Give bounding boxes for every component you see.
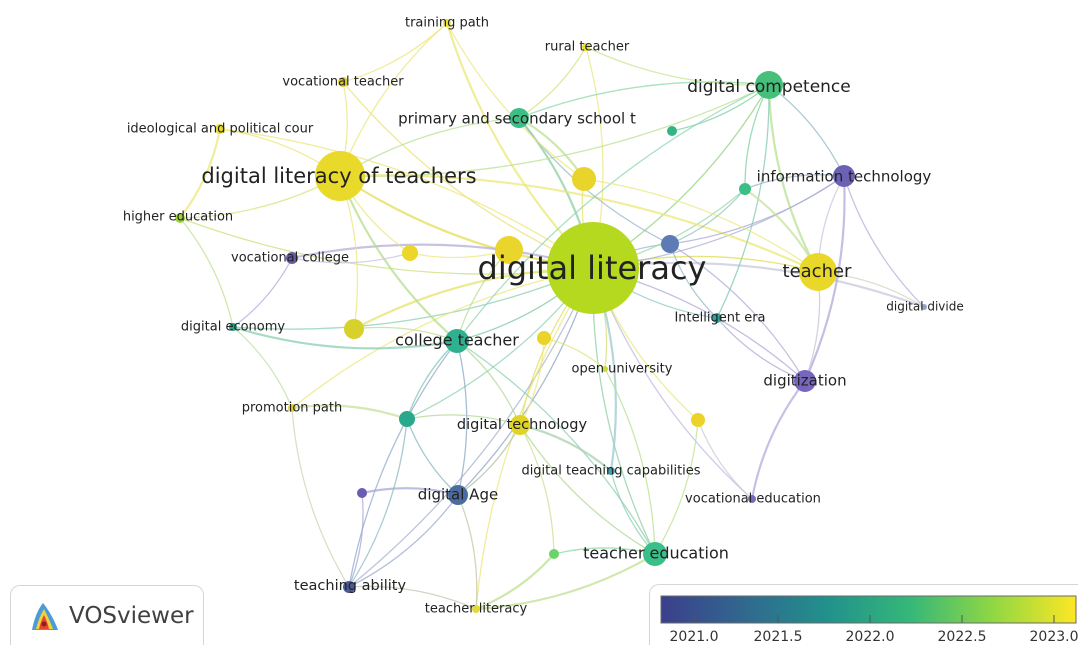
network-edge — [769, 85, 844, 176]
node-label-primary-and-secondary-school-t[interactable]: primary and secondary school t — [398, 110, 636, 128]
node-label-college-teacher[interactable]: college teacher — [395, 331, 519, 350]
node-label-vocational-education[interactable]: vocational education — [685, 492, 821, 507]
node-label-digital-economy[interactable]: digital economy — [181, 320, 285, 335]
node-label-digital-literacy[interactable]: digital literacy — [478, 249, 707, 287]
node-label-teaching-ability[interactable]: teaching ability — [294, 578, 407, 594]
network-edge — [292, 408, 349, 587]
legend-tick-label: 2022.0 — [846, 629, 895, 645]
network-edge — [340, 23, 447, 176]
network-edge — [519, 47, 586, 118]
node-unlabeled-1[interactable] — [572, 167, 596, 191]
node-label-open-university[interactable]: open university — [572, 362, 673, 377]
vosviewer-logo-icon — [28, 599, 62, 633]
network-edge — [670, 176, 844, 244]
node-label-digital-teaching-capabilities[interactable]: digital teaching capabilities — [521, 464, 700, 479]
node-label-vocational-teacher[interactable]: vocational teacher — [282, 75, 404, 90]
legend-tick-label: 2021.0 — [670, 629, 719, 645]
node-label-digital-divide[interactable]: digital divide — [886, 300, 964, 314]
node-unlabeled-7[interactable] — [667, 126, 677, 136]
network-edge — [458, 495, 477, 609]
network-edge — [655, 420, 698, 554]
node-label-information-technology[interactable]: information technology — [757, 168, 932, 186]
node-label-training-path[interactable]: training path — [405, 16, 489, 31]
network-edge — [520, 425, 655, 554]
node-label-intelligent-era[interactable]: Intelligent era — [674, 311, 765, 326]
node-label-digital-age[interactable]: digital Age — [418, 486, 498, 504]
network-edge — [407, 341, 457, 419]
network-edge — [520, 425, 554, 554]
node-unlabeled-4[interactable] — [402, 245, 418, 261]
node-unlabeled-9[interactable] — [399, 411, 415, 427]
node-label-rural-teacher[interactable]: rural teacher — [545, 40, 630, 55]
color-legend: 2021.0 2021.5 2022.0 2022.5 2023.0 — [649, 584, 1078, 645]
legend-gradient-bar — [661, 596, 1076, 623]
node-label-digitization[interactable]: digitization — [763, 372, 846, 390]
node-label-digital-technology[interactable]: digital technology — [457, 417, 588, 433]
node-label-vocational-college[interactable]: vocational college — [231, 251, 349, 266]
node-label-higher-education[interactable]: higher education — [123, 210, 233, 225]
network-labels: digital literacy digital literacy of teac… — [123, 16, 964, 617]
network-edge — [233, 258, 292, 327]
node-label-teacher-education[interactable]: teacher education — [583, 544, 729, 563]
vosviewer-logo-text: VOSviewer — [69, 603, 194, 629]
node-unlabeled-6[interactable] — [739, 183, 751, 195]
node-label-teacher[interactable]: teacher — [783, 261, 853, 282]
legend-colorbar: 2021.0 2021.5 2022.0 2022.5 2023.0 — [650, 585, 1078, 646]
legend-tick-label: 2022.5 — [938, 629, 987, 645]
network-edge — [180, 218, 233, 327]
node-unlabeled-10[interactable] — [357, 488, 367, 498]
network-edge — [340, 85, 769, 176]
vosviewer-watermark: VOSviewer — [10, 585, 204, 645]
node-label-teacher-literacy[interactable]: teacher literacy — [425, 602, 528, 617]
network-edge — [752, 381, 805, 499]
network-edge — [349, 341, 457, 587]
node-unlabeled-11[interactable] — [691, 413, 705, 427]
network-edge — [340, 176, 457, 341]
node-label-promotion-path[interactable]: promotion path — [242, 401, 342, 416]
network-edge — [698, 420, 752, 499]
node-unlabeled-3[interactable] — [344, 319, 364, 339]
network-edge — [407, 419, 458, 495]
legend-tick-label: 2021.5 — [754, 629, 803, 645]
network-edge — [343, 23, 447, 82]
node-unlabeled-12[interactable] — [549, 549, 559, 559]
node-label-ideological-and-political-cour[interactable]: ideological and political cour — [127, 122, 314, 137]
node-label-digital-competence[interactable]: digital competence — [687, 77, 851, 97]
node-unlabeled-8[interactable] — [537, 331, 551, 345]
legend-tick-label: 2023.0 — [1030, 629, 1078, 645]
node-label-digital-literacy-of-teachers[interactable]: digital literacy of teachers — [201, 164, 476, 188]
